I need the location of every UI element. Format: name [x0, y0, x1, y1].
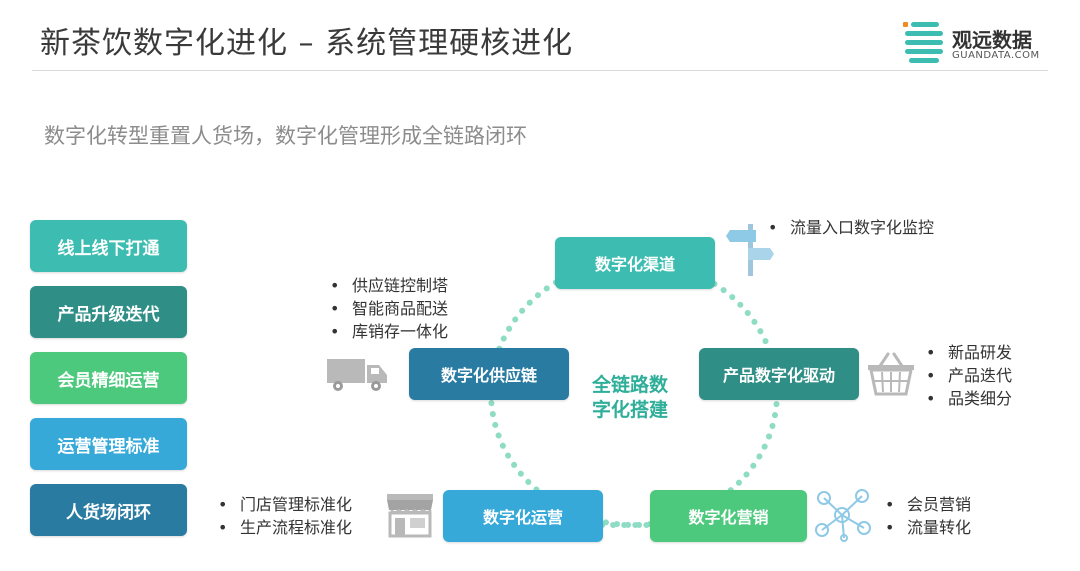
operation-bullets: 门店管理标准化 生产流程标准化: [218, 493, 352, 539]
list-item: 新品研发: [926, 341, 1012, 364]
signpost-icon: [726, 224, 774, 276]
list-item: 产品迭代: [926, 364, 1012, 387]
left-button-operation-standard[interactable]: 运营管理标准: [30, 418, 187, 470]
list-item: 生产流程标准化: [218, 516, 352, 539]
product-bullets: 新品研发 产品迭代 品类细分: [926, 341, 1012, 410]
list-item: 品类细分: [926, 387, 1012, 410]
node-digital-supply-chain[interactable]: 数字化供应链: [409, 348, 569, 400]
left-button-product-upgrade[interactable]: 产品升级迭代: [30, 286, 187, 338]
supply-bullets: 供应链控制塔 智能商品配送 库销存一体化: [330, 274, 448, 343]
network-icon: [815, 489, 871, 542]
list-item: 门店管理标准化: [218, 493, 352, 516]
page-title: 新茶饮数字化进化 – 系统管理硬核进化: [40, 26, 574, 61]
list-item: 智能商品配送: [330, 297, 448, 320]
list-item: 流量入口数字化监控: [768, 216, 934, 239]
guandata-logo-icon: [903, 22, 943, 63]
logo-subtitle: GUANDATA.COM: [952, 50, 1040, 61]
left-button-member-operation[interactable]: 会员精细运营: [30, 352, 187, 404]
left-button-online-offline[interactable]: 线上线下打通: [30, 220, 187, 272]
node-digital-operation[interactable]: 数字化运营: [443, 490, 603, 542]
center-label-line1: 全链路数: [592, 374, 669, 396]
logo-name: 观远数据: [952, 28, 1032, 52]
center-label-line2: 字化搭建: [592, 399, 669, 421]
left-button-closed-loop[interactable]: 人货场闭环: [30, 484, 187, 536]
storefront-icon: [387, 494, 433, 538]
node-digital-marketing[interactable]: 数字化营销: [650, 490, 807, 542]
header-divider: [32, 70, 1048, 71]
list-item: 流量转化: [885, 516, 971, 539]
node-digital-channel[interactable]: 数字化渠道: [555, 237, 715, 289]
list-item: 供应链控制塔: [330, 274, 448, 297]
channel-bullets: 流量入口数字化监控: [768, 216, 934, 239]
list-item: 会员营销: [885, 493, 971, 516]
list-item: 库销存一体化: [330, 320, 448, 343]
page-subtitle: 数字化转型重置人货场，数字化管理形成全链路闭环: [44, 124, 527, 148]
basket-icon: [868, 352, 914, 396]
center-label: 全链路数 字化搭建: [592, 373, 682, 423]
marketing-bullets: 会员营销 流量转化: [885, 493, 971, 539]
truck-icon: [327, 359, 387, 391]
node-product-digital-drive[interactable]: 产品数字化驱动: [699, 348, 859, 400]
